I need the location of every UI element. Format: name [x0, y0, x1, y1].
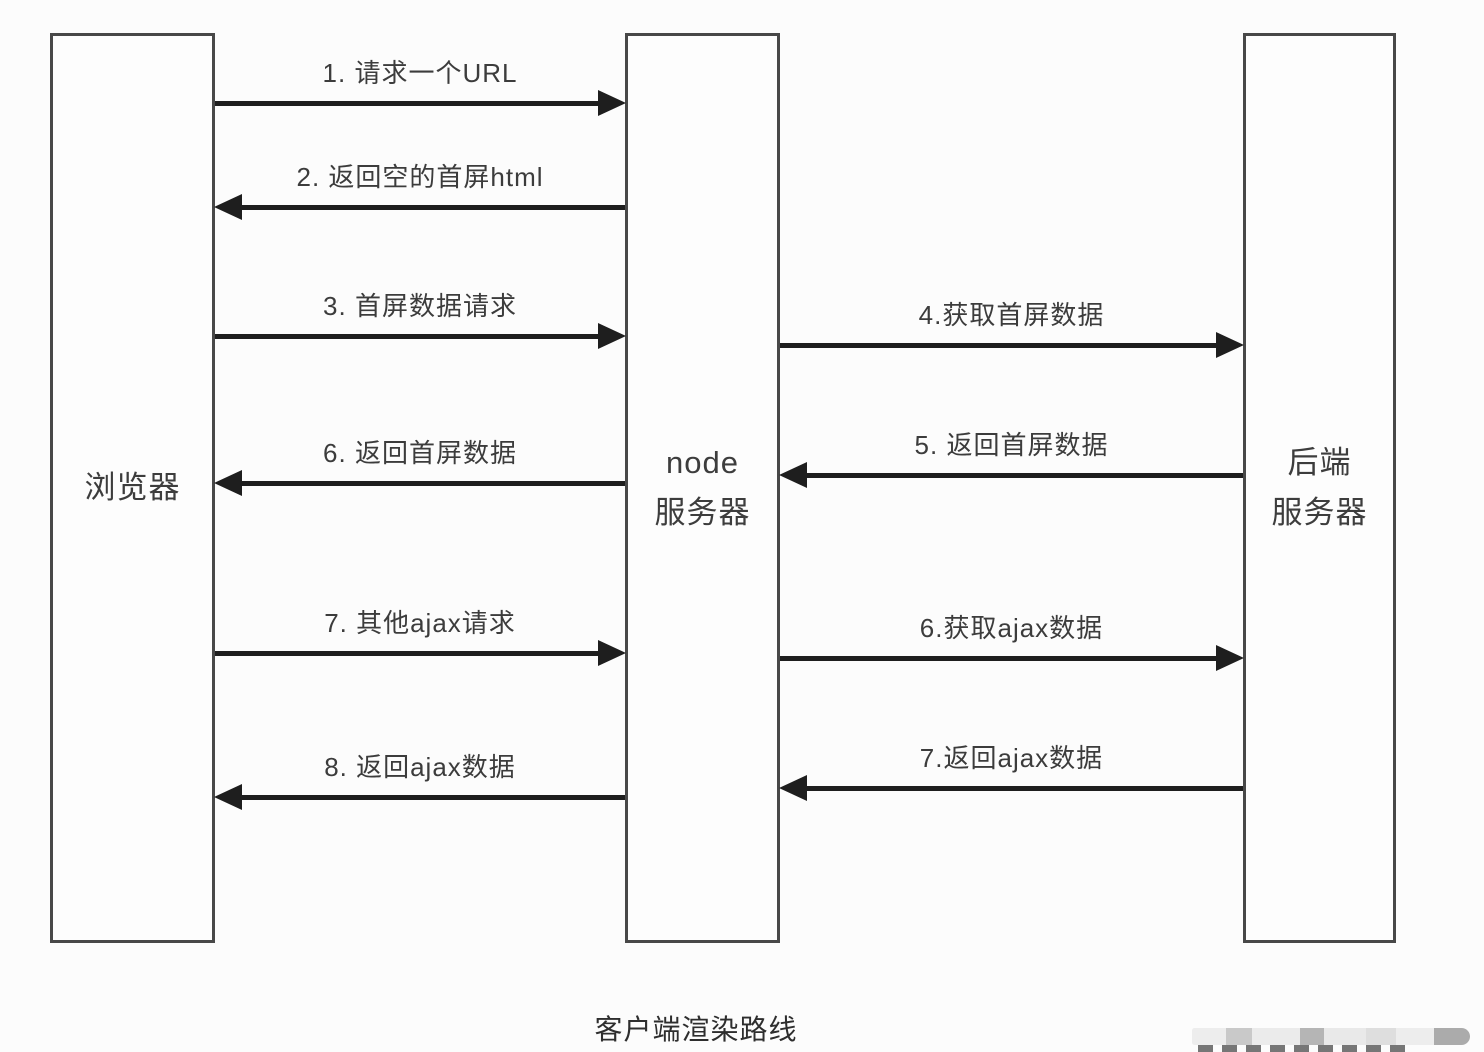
arrow-shaft [215, 651, 603, 656]
arrow-other-ajax-request-label: 7. 其他ajax请求 [324, 608, 516, 638]
actor-box-node-server: node 服务器 [625, 33, 780, 943]
arrow-fetch-first-screen-data-label: 4.获取首屏数据 [918, 300, 1105, 330]
watermark-blocks-icon [1192, 1028, 1470, 1045]
arrow-return-first-screen-data-to-node-label: 5. 返回首屏数据 [914, 430, 1109, 460]
actor-label-backend-line2: 服务器 [1271, 495, 1368, 530]
arrowhead-left-icon [214, 194, 242, 220]
arrow-shaft [237, 481, 625, 486]
diagram-caption: 客户端渲染路线 [594, 1014, 798, 1045]
arrow-shaft [802, 473, 1243, 478]
arrowhead-left-icon [214, 470, 242, 496]
arrowhead-right-icon [598, 640, 626, 666]
watermark-clipped-text-icon [1198, 1045, 1412, 1052]
arrow-request-url-label: 1. 请求一个URL [322, 58, 518, 88]
arrow-shaft [780, 343, 1221, 348]
actor-box-browser: 浏览器 [50, 33, 215, 943]
arrowhead-right-icon [598, 90, 626, 116]
arrow-return-first-screen-data-to-browser-label: 6. 返回首屏数据 [323, 438, 517, 468]
arrow-return-empty-html-label: 2. 返回空的首屏html [296, 162, 544, 192]
actor-label-backend-line1: 后端 [1287, 445, 1352, 481]
arrowhead-right-icon [598, 323, 626, 349]
actor-box-backend-server: 后端服务器 [1243, 33, 1396, 943]
arrowhead-left-icon [214, 784, 242, 810]
actor-label-browser: 浏览器 [84, 470, 181, 506]
actor-label-backend-server: 后端服务器 [1272, 438, 1368, 537]
arrow-return-ajax-data-to-node-label: 7.返回ajax数据 [919, 743, 1104, 773]
arrow-shaft [237, 795, 625, 800]
actor-label-node-line1: node [666, 445, 739, 481]
actor-label-node-server: node 服务器 [655, 438, 751, 537]
arrowhead-right-icon [1216, 645, 1244, 671]
arrowhead-left-icon [779, 462, 807, 488]
arrow-fetch-ajax-data-label: 6.获取ajax数据 [919, 613, 1104, 643]
arrow-shaft [237, 205, 625, 210]
arrow-shaft [215, 101, 603, 106]
arrowhead-left-icon [779, 775, 807, 801]
watermark [1192, 1028, 1470, 1052]
actor-label-node-line2: 服务器 [654, 495, 751, 530]
arrow-shaft [780, 656, 1221, 661]
arrowhead-right-icon [1216, 332, 1244, 358]
arrow-first-screen-data-request-label: 3. 首屏数据请求 [323, 291, 517, 321]
arrow-shaft [802, 786, 1243, 791]
arrow-return-ajax-data-to-browser-label: 8. 返回ajax数据 [324, 752, 516, 782]
arrow-shaft [215, 334, 603, 339]
